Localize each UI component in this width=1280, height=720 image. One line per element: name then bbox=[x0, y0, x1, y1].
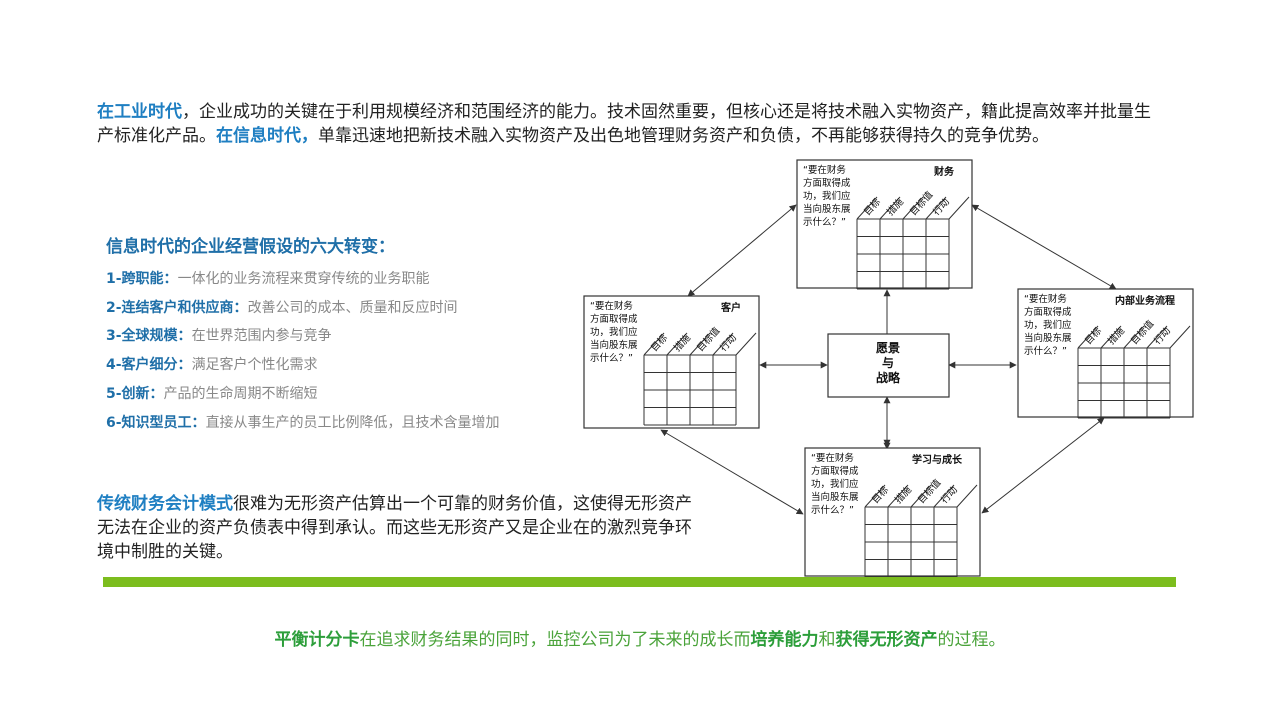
question-line: 功，我们应 bbox=[590, 326, 638, 338]
customer-title: 客户 bbox=[720, 301, 741, 314]
header-slant-line bbox=[643, 332, 665, 356]
finance-box bbox=[796, 159, 973, 289]
traditional-accounting-label: 传统财务会计模式 bbox=[97, 494, 233, 514]
shift-key: 1-跨职能： bbox=[106, 271, 178, 287]
footer-statement: 平衡计分卡在追求财务结果的同时，监控公司为了未来的成长而培养能力和获得无形资产的… bbox=[0, 625, 1280, 650]
customer-box bbox=[583, 295, 760, 429]
question-line: 方面取得成 bbox=[811, 465, 859, 477]
question-line: 当向股东展 bbox=[811, 491, 859, 503]
question-line: 功，我们应 bbox=[803, 190, 851, 202]
information-era-label: 在信息时代， bbox=[216, 126, 318, 146]
finance-title: 财务 bbox=[933, 165, 955, 178]
shift-key: 4-客户细分： bbox=[106, 357, 192, 374]
connector-arrow bbox=[971, 204, 1117, 290]
shift-item: 1-跨职能：一体化的业务流程来贯穿传统的业务职能 bbox=[106, 265, 576, 294]
question-line: 示什么？” bbox=[1024, 345, 1067, 357]
traditional-accounting-text: 很难为无形资产估算出一个可靠的财务价值，这使得无形资产无法在企业的资产负债表中得… bbox=[97, 494, 692, 562]
shift-key: 6-知识型员工： bbox=[106, 414, 206, 431]
header-slant-line bbox=[879, 196, 901, 220]
shift-key: 5-创新： bbox=[106, 385, 164, 402]
process-box bbox=[1017, 288, 1194, 418]
shift-desc: 产品的生命周期不断缩短 bbox=[163, 385, 318, 402]
header-slant-line bbox=[666, 332, 688, 356]
center-label: 战略 bbox=[876, 370, 901, 385]
question-line: 方面取得成 bbox=[803, 177, 851, 189]
footer-keyword-bsc: 平衡计分卡 bbox=[274, 630, 360, 650]
shift-desc: 直接从事生产的员工比例降低，且技术含量增加 bbox=[205, 414, 500, 431]
six-shifts-section: 信息时代的企业经营假设的六大转变： 1-跨职能：一体化的业务流程来贯穿传统的业务… bbox=[106, 232, 576, 437]
header-slant-line bbox=[1077, 325, 1099, 349]
center-label: 与 bbox=[882, 356, 894, 370]
footer-text-3: 的过程。 bbox=[937, 630, 1006, 650]
six-shifts-title: 信息时代的企业经营假设的六大转变： bbox=[106, 237, 395, 257]
shift-item: 3-全球规模：在世界范围内参与竞争 bbox=[106, 322, 576, 351]
shift-item: 5-创新：产品的生命周期不断缩短 bbox=[106, 380, 576, 409]
question-line: 方面取得成 bbox=[590, 313, 638, 325]
shift-desc: 一体化的业务流程来贯穿传统的业务职能 bbox=[177, 271, 430, 287]
shift-item: 6-知识型员工：直接从事生产的员工比例降低，且技术含量增加 bbox=[106, 409, 576, 438]
connector-arrow bbox=[981, 417, 1105, 514]
traditional-accounting-paragraph: 传统财务会计模式很难为无形资产估算出一个可靠的财务价值，这使得无形资产无法在企业… bbox=[97, 492, 707, 564]
learning-box bbox=[804, 447, 981, 577]
header-slant-line bbox=[864, 484, 886, 508]
header-slant-line bbox=[956, 484, 978, 508]
shift-desc: 满足客户个性化需求 bbox=[191, 357, 318, 374]
process-title: 内部业务流程 bbox=[1115, 294, 1175, 307]
intro-paragraph: 在工业时代，企业成功的关键在于利用规模经济和范围经济的能力。技术固然重要，但核心… bbox=[97, 100, 1157, 148]
question-line: 当向股东展 bbox=[590, 339, 638, 351]
question-line: 当向股东展 bbox=[803, 203, 851, 215]
header-slant-line bbox=[1123, 325, 1145, 349]
question-line: “要在财务 bbox=[803, 164, 846, 176]
header-slant-line bbox=[1169, 325, 1191, 349]
question-line: 示什么？” bbox=[590, 352, 633, 364]
intro-text-1: ，企业成功的关键在于利用规模经济和范围经济的能力。技术固然重要，但核心还是将技术… bbox=[97, 102, 1151, 146]
header-slant-line bbox=[1146, 325, 1168, 349]
header-slant-line bbox=[689, 332, 711, 356]
question-line: 方面取得成 bbox=[1024, 306, 1072, 318]
header-slant-line bbox=[902, 196, 924, 220]
connector-arrow bbox=[687, 204, 797, 297]
question-line: 示什么？” bbox=[811, 504, 854, 516]
header-slant-line bbox=[735, 332, 757, 356]
industrial-era-label: 在工业时代 bbox=[97, 102, 182, 122]
center-box bbox=[827, 333, 950, 398]
header-slant-line bbox=[933, 484, 955, 508]
header-slant-line bbox=[925, 196, 947, 220]
footer-keyword-capability: 培养能力 bbox=[750, 630, 819, 650]
question-line: “要在财务 bbox=[811, 452, 854, 464]
shift-desc: 改善公司的成本、质量和反应时间 bbox=[247, 299, 458, 316]
learning-title: 学习与成长 bbox=[912, 453, 963, 466]
shift-key: 3-全球规模： bbox=[106, 328, 192, 345]
header-slant-line bbox=[910, 484, 932, 508]
question-line: 当向股东展 bbox=[1024, 332, 1072, 344]
footer-text-1: 在追求财务结果的同时，监控公司为了未来的成长而 bbox=[359, 630, 751, 650]
shift-key: 2-连结客户和供应商： bbox=[106, 299, 248, 316]
shift-item: 4-客户细分：满足客户个性化需求 bbox=[106, 351, 576, 380]
header-slant-line bbox=[948, 196, 970, 220]
question-line: “要在财务 bbox=[590, 300, 633, 312]
green-divider-bar bbox=[103, 577, 1176, 587]
shift-desc: 在世界范围内参与竞争 bbox=[191, 328, 332, 345]
question-line: 功，我们应 bbox=[811, 478, 859, 490]
question-line: “要在财务 bbox=[1024, 293, 1067, 305]
header-slant-line bbox=[1100, 325, 1122, 349]
connector-arrow bbox=[660, 429, 804, 515]
shift-item: 2-连结客户和供应商：改善公司的成本、质量和反应时间 bbox=[106, 294, 576, 323]
header-slant-line bbox=[887, 484, 909, 508]
footer-text-2: 和 bbox=[818, 630, 836, 650]
header-slant-line bbox=[856, 196, 878, 220]
center-label: 愿景 bbox=[876, 341, 900, 355]
question-line: 功，我们应 bbox=[1024, 319, 1072, 331]
intro-text-2: 单靠迅速地把新技术融入实物资产及出色地管理财务资产和负债，不再能够获得持久的竞争… bbox=[318, 126, 1049, 146]
header-slant-line bbox=[712, 332, 734, 356]
footer-keyword-intangible: 获得无形资产 bbox=[835, 630, 938, 650]
question-line: 示什么？” bbox=[803, 216, 846, 228]
